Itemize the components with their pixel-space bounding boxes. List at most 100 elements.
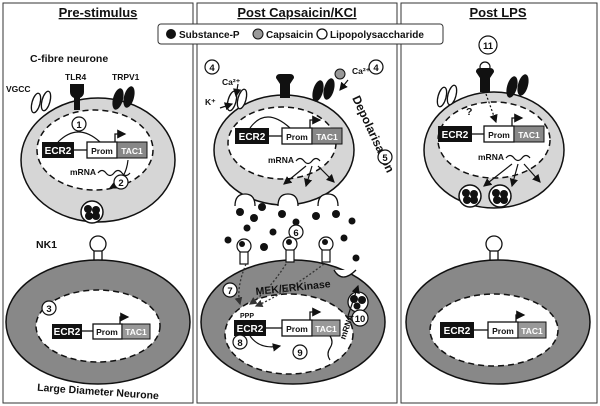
trpv1-channel-p2 [312, 68, 346, 102]
label-ca2-right: Ca²⁺ [352, 66, 371, 76]
label-nk1: NK1 [36, 239, 57, 251]
vesicle-opening-p2a [234, 193, 256, 207]
vgcc-channel-p3 [436, 84, 458, 108]
gene-tac1-label-p1b: TAC1 [125, 327, 147, 337]
gene-ecr2-p3b [440, 322, 474, 338]
gene-tac1-label-p2: TAC1 [316, 132, 338, 142]
label-trpv1: TRPV1 [112, 72, 140, 82]
step-badge-8 [232, 334, 248, 350]
label-ca2-left: Ca²⁺ [222, 77, 241, 87]
tlr4-receptor-p2 [276, 74, 294, 98]
legend-lps-dot [316, 28, 328, 40]
gene-tac1-label-p2b: TAC1 [315, 324, 337, 334]
vesicle-opening-p2b [277, 193, 299, 207]
gene-tac1-p2 [311, 127, 343, 145]
endocytic-pit [333, 269, 357, 278]
label-large-diameter: Large Diameter Neurone [37, 382, 160, 402]
gene-ecr2-p3 [438, 126, 472, 142]
label-ppp: PPP [240, 313, 254, 320]
gene-prom-label-p1b: Prom [96, 327, 118, 337]
substance-p-released [224, 203, 360, 262]
panel-title-pre: Pre-stimulus [59, 5, 138, 20]
tlr4-receptor-p3 [476, 61, 494, 92]
gene-tac1-p2b [311, 319, 341, 337]
label-question: ? [466, 106, 472, 118]
gene-ecr2-p1b [52, 324, 82, 339]
legend-capsaicin-dot [252, 28, 264, 40]
gene-ecr2-label-p3: ECR2 [442, 130, 469, 141]
gene-tac1-label-p3: TAC1 [518, 130, 540, 140]
sp-vesicle-p1 [80, 200, 104, 224]
gene-tac1-p3b [517, 321, 547, 339]
gene-ecr2-label-p2: ECR2 [239, 132, 266, 143]
step-number-7: 7 [227, 286, 232, 297]
label-vgcc: VGCC [6, 84, 31, 94]
gene-ecr2-label: ECR2 [45, 146, 72, 157]
gene-ecr2-p2b [234, 320, 266, 336]
nk1-receptor-p3 [485, 235, 503, 265]
step-number-8: 8 [237, 338, 242, 349]
step-badge-2 [113, 174, 129, 190]
label-c-fibre: C-fibre neurone [30, 53, 108, 65]
step-number-6: 6 [293, 228, 298, 239]
step-number-10: 10 [355, 314, 366, 325]
gene-ecr2 [42, 142, 74, 158]
panel-post-lps [400, 2, 598, 404]
gene-prom-label: Prom [91, 146, 113, 156]
legend-substance-p-label: Substance-P [179, 30, 240, 41]
gene-tac1-p3 [513, 125, 545, 143]
sp-vesicle-p3b [488, 184, 512, 208]
step-badge-9 [292, 344, 308, 360]
step-number-3: 3 [46, 304, 51, 315]
vesicle-opening-p2c [317, 193, 339, 207]
step-number-9: 9 [297, 348, 302, 359]
label-mrna-p2: mRNA [268, 155, 294, 165]
legend-substance-p-dot [166, 29, 176, 39]
gene-prom-label-p2b: Prom [286, 324, 308, 334]
step-number-5: 5 [382, 153, 388, 164]
gene-tac1 [116, 141, 148, 159]
trpv1-channel [112, 86, 135, 110]
label-mrna-p1: mRNA [70, 167, 96, 177]
sp-vesicle-p3a [458, 184, 482, 208]
vgcc-channel [30, 90, 52, 114]
step-number-11: 11 [483, 41, 494, 52]
nk1-receptors-p2 [236, 236, 334, 265]
step-badge-5 [377, 149, 393, 165]
gene-tac1-p1b [121, 323, 151, 340]
step-number-4b: 4 [373, 63, 379, 74]
gene-ecr2-label-p1b: ECR2 [54, 327, 81, 338]
step-badge-6 [288, 224, 304, 240]
tlr4-receptor [70, 84, 84, 110]
gene-prom-label-p3b: Prom [492, 326, 514, 336]
legend: Substance-P Capsaicin Lipopolysaccharide [157, 23, 444, 45]
step-badge-3 [41, 300, 57, 316]
panel-title-caps: Post Capsaicin/KCl [237, 5, 356, 20]
step-badge-4a [204, 59, 220, 75]
step-badge-10 [351, 309, 369, 327]
gene-ecr2-label-p3b: ECR2 [444, 326, 471, 337]
gene-ecr2-p2 [235, 128, 269, 144]
internalised-vesicle-p2 [347, 291, 369, 313]
panel-title-lps: Post LPS [469, 5, 526, 20]
gene-prom-label-p3: Prom [488, 130, 510, 140]
step-badge-7 [222, 282, 238, 298]
label-tlr4: TLR4 [65, 72, 87, 82]
panel-post-capsaicin [196, 2, 398, 404]
step-number-1: 1 [76, 120, 82, 131]
step-badge-4b [368, 59, 384, 75]
label-mrna-p3: mRNA [478, 152, 504, 162]
step-badge-1 [71, 116, 87, 132]
gene-tac1-label-p3b: TAC1 [521, 326, 543, 336]
panel-pre-stimulus [2, 2, 194, 404]
legend-capsaicin-label: Capsaicin [266, 30, 313, 41]
gene-ecr2-label-p2b: ECR2 [237, 324, 264, 335]
gene-tac1-label: TAC1 [121, 146, 143, 156]
legend-lps-label: Lipopolysaccharide [330, 30, 424, 41]
step-badge-11 [478, 35, 498, 55]
gene-prom-label-p2: Prom [286, 132, 308, 142]
label-k-plus: K⁺ [205, 97, 216, 107]
step-number-2: 2 [118, 178, 123, 189]
trpv1-channel-p3 [506, 74, 529, 98]
